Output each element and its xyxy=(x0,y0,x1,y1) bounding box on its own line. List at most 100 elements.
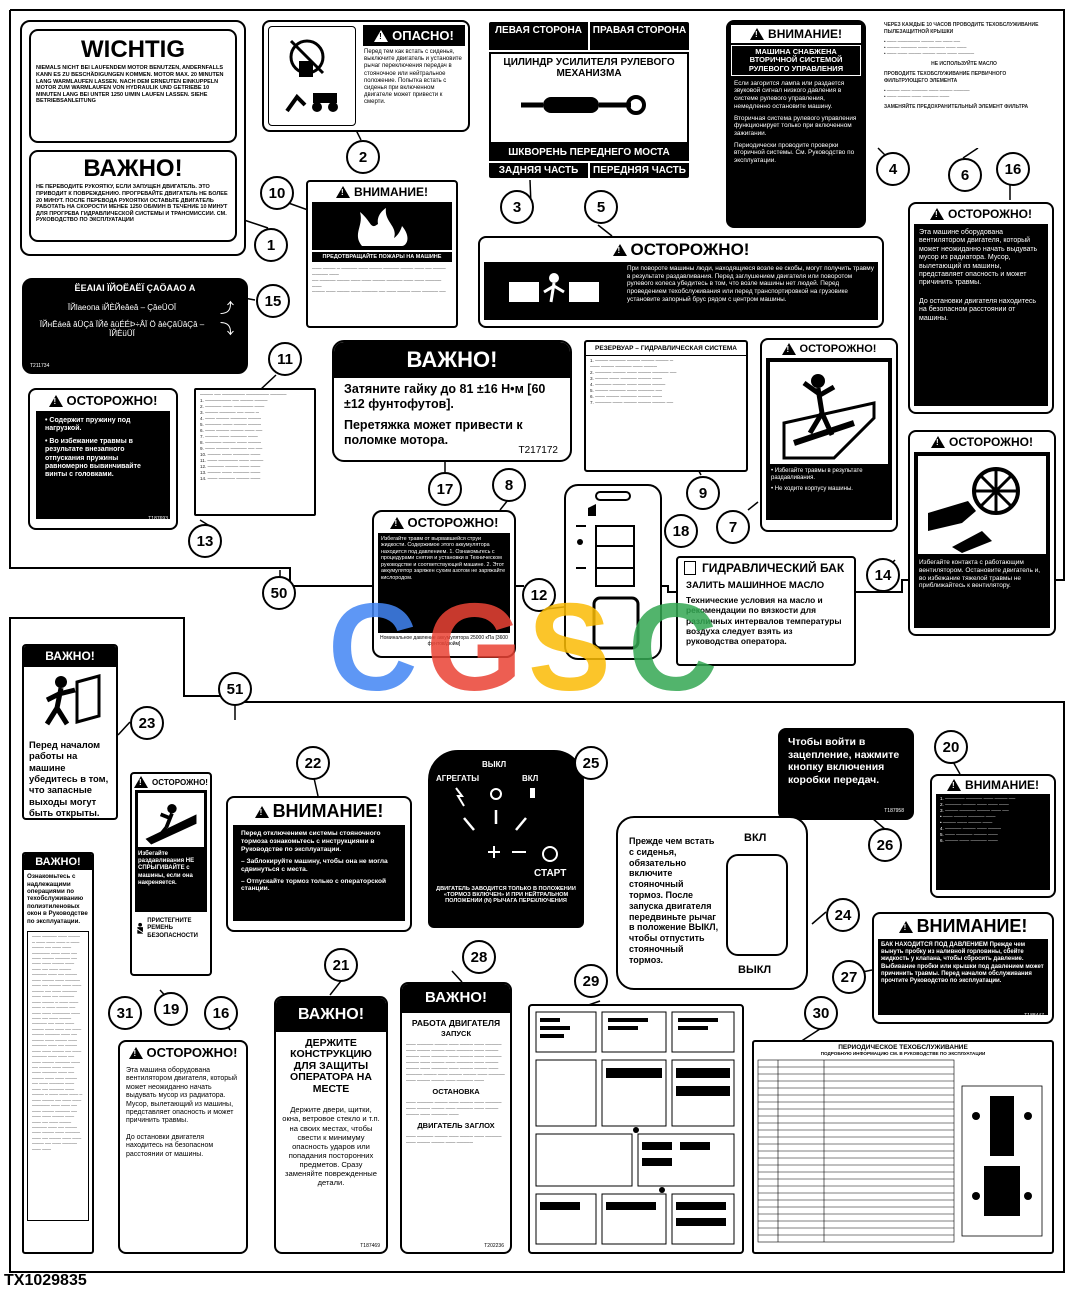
crush-hazard-icon xyxy=(484,262,624,320)
fan-debris-text: Эта машине оборудована вентилятором двиг… xyxy=(919,229,1038,287)
switch-on-label: ВКЛ xyxy=(522,774,539,783)
filter-line-4: ЗАМЕНЯЙТЕ ПРЕДОХРАНИТЕЛЬНЫЙ ЭЛЕМЕНТ ФИЛЬ… xyxy=(884,103,1029,110)
decal-11-procedure: ──── ── ─────── ─────── ───── 1. ───────… xyxy=(194,388,316,516)
torque-line-2: Перетяжка может привести к поломке мотор… xyxy=(344,418,523,448)
callout-31: 31 xyxy=(108,996,142,1030)
fan-debris-title: ОСТОРОЖНО! xyxy=(948,207,1032,221)
engine-op-code: T202236 xyxy=(484,1243,504,1249)
filter-line-1: ЧЕРЕЗ КАЖДЫЕ 10 ЧАСОВ ПРОВОДИТЕ ТЕХОБСЛУ… xyxy=(884,22,1039,35)
callout-18: 18 xyxy=(664,514,698,548)
parking-switch-icon xyxy=(726,854,788,956)
decal-19-rollover: ОСТОРОЖНО! Избегайте раздавливания НЕ СП… xyxy=(130,772,212,976)
rops-text: Держите двери, щитки, окна, ветровое сте… xyxy=(282,1105,380,1188)
windows-text: Ознакомьтесь с надлежащими операциями по… xyxy=(27,873,88,925)
spring-bullet-2: • Во избежание травмы в результате внеза… xyxy=(45,437,141,479)
fire-header: ВНИМАНИЕ! xyxy=(308,182,456,202)
decal-21-rops: ВАЖНО! ДЕРЖИТЕ КОНСТРУКЦИЮ ДЛЯ ЗАЩИТЫ ОП… xyxy=(274,996,388,1254)
fuse-panel-icon xyxy=(535,1011,735,1245)
fire-icon xyxy=(312,202,452,250)
callout-8: 8 xyxy=(492,468,526,502)
parking-brake-bullet-1: – Заблокируйте машину, чтобы она не могл… xyxy=(241,857,388,873)
attention-20-header: ВНИМАНИЕ! xyxy=(932,776,1054,794)
warning-triangle-icon xyxy=(781,343,796,355)
seatbelt-text: ПРИСТЕГНИТЕ РЕМЕНЬ БЕЗОПАСНОСТИ xyxy=(147,918,198,939)
warning-triangle-icon xyxy=(612,244,627,256)
warning-triangle-icon xyxy=(48,394,63,407)
fan-contact-title: ОСТОРОЖНО! xyxy=(949,435,1033,449)
kingpin-label: ШКВОРЕНЬ ПЕРЕДНЕГО МОСТА xyxy=(489,144,689,163)
decal-30-maintenance-chart: ПЕРИОДИЧЕСКОЕ ТЕХОБСЛУЖИВАНИЕ ПОДРОБНУЮ … xyxy=(752,1040,1054,1254)
filter-line-2: НЕ ИСПОЛЬЗУЙТЕ МАСЛО xyxy=(931,60,997,67)
callout-6: 6 xyxy=(948,158,982,192)
warning-triangle-icon xyxy=(750,28,765,40)
rops-head: ДЕРЖИТЕ КОНСТРУКЦИЮ ДЛЯ ЗАЩИТЫ ОПЕРАТОРА… xyxy=(290,1036,372,1095)
callout-50: 50 xyxy=(262,576,296,610)
decal-20-attention: ВНИМАНИЕ! 1. ────── ───── ─── ──── ── 2.… xyxy=(930,774,1056,898)
transmission-code: T187958 xyxy=(884,808,904,814)
attention-20-title: ВНИМАНИЕ! xyxy=(965,778,1039,792)
rollover-header: ОСТОРОЖНО! xyxy=(132,774,210,790)
hydraulic-tank-text: Технические условия на масло и рекоменда… xyxy=(686,595,842,646)
callout-1: 1 xyxy=(254,228,288,262)
warning-triangle-icon xyxy=(134,776,149,788)
engine-op-stop: ОСТАНОВКА xyxy=(432,1086,480,1096)
danger-title: ОПАСНО! xyxy=(392,28,454,43)
switch-accessories-label: АГРЕГАТЫ xyxy=(436,774,480,783)
parking-brake-bullet-2: – Отпускайте тормоз только с операторско… xyxy=(241,877,387,893)
lock-code: T211734 xyxy=(30,363,50,369)
transmission-text: Чтобы войти в зацепление, нажмите кнопку… xyxy=(788,736,900,786)
torque-title: ВАЖНО! xyxy=(334,342,570,379)
maintenance-subtitle: ПОДРОБНУЮ ИНФОРМАЦИЮ СМ. В РУКОВОДСТВЕ П… xyxy=(820,1051,986,1057)
parking-brake-text: Перед отключением системы стояночного то… xyxy=(241,830,381,853)
callout-13: 13 xyxy=(188,524,222,558)
decal-6-air-filter: ЧЕРЕЗ КАЖДЫЕ 10 ЧАСОВ ПРОВОДИТЕ ТЕХОБСЛУ… xyxy=(880,20,1048,148)
warning-triangle-icon xyxy=(374,29,389,42)
engine-op-stall: ДВИГАТЕЛЬ ЗАГЛОХ xyxy=(417,1121,495,1131)
filter-line-3: ПРОВОДИТЕ ТЕХОБСЛУЖИВАНИЕ ПЕРВИЧНОГО ФИЛ… xyxy=(884,71,1007,84)
crush-person-icon xyxy=(769,361,889,465)
decal-22-parking-brake: ВНИМАНИЕ! Перед отключением системы стоя… xyxy=(226,796,412,932)
decal-31-windows: ВАЖНО! Ознакомьтесь с надлежащими операц… xyxy=(22,852,94,1254)
switch-text: ДВИГАТЕЛЬ ЗАВОДИТСЯ ТОЛЬКО В ПОЛОЖЕНИИ «… xyxy=(436,886,576,905)
decal-10-fire: ВНИМАНИЕ! ПРЕДОТВРАЩАЙТЕ ПОЖАРЫ НА МАШИН… xyxy=(306,180,458,328)
rotate-arrow-icon: ⤴ xyxy=(220,299,234,316)
secondary-steering-p3: Периодически проводите проверки вторично… xyxy=(734,141,855,164)
crush-header: ОСТОРОЖНО! xyxy=(762,340,896,358)
maintenance-title: ПЕРИОДИЧЕСКОЕ ТЕХОБСЛУЖИВАНИЕ xyxy=(838,1044,968,1051)
decal-28-engine-operation: ВАЖНО! РАБОТА ДВИГАТЕЛЯ ЗАПУСК ─── ─────… xyxy=(400,982,512,1254)
accumulator-header: ОСТОРОЖНО! xyxy=(374,512,514,533)
callout-25: 25 xyxy=(574,746,608,780)
callout-21: 21 xyxy=(324,948,358,982)
decal-12-sight-gauge xyxy=(564,484,662,660)
callout-22: 22 xyxy=(296,746,330,780)
decal-27-pressure-tank: ВНИМАНИЕ! БАК НАХОДИТСЯ ПОД ДАВЛЕНИЕМ Пр… xyxy=(872,912,1054,1024)
warning-triangle-icon xyxy=(947,779,962,791)
spring-title: ОСТОРОЖНО! xyxy=(66,393,158,408)
exit-title: ВАЖНО! xyxy=(24,646,116,668)
decal-5-articulation: ОСТОРОЖНО! При повороте машины люди, нах… xyxy=(478,236,884,328)
fan-hand-icon xyxy=(917,455,1047,555)
callout-15: 15 xyxy=(256,284,290,318)
decal-14-fan-contact: ОСТОРОЖНО! Избегайте контакта с работающ… xyxy=(908,430,1056,636)
fan-contact-text: Избегайте контакта с работающим вентилят… xyxy=(919,559,1041,590)
engine-op-head: РАБОТА ДВИГАТЕЛЯ xyxy=(411,1017,501,1028)
torque-line-1: Затяните гайку до 81 ±16 Н•м [60 ±12 фун… xyxy=(344,382,546,412)
callout-2: 2 xyxy=(346,140,380,174)
exit-person-icon xyxy=(28,671,112,734)
switch-off-label: ВЫКЛ xyxy=(482,760,507,769)
callout-11: 11 xyxy=(268,342,302,376)
callout-5: 5 xyxy=(584,190,618,224)
pressure-tank-code: T188447 xyxy=(1024,1013,1044,1019)
lock-row-1: ЁЕАІАІ ЇЙОЁАЁЇ ÇАÖААО А xyxy=(74,283,196,293)
key-switch-icon xyxy=(455,787,558,862)
cylinder-label: ЦИЛИНДР УСИЛИТЕЛЯ РУЛЕВОГО МЕХАНИЗМА xyxy=(503,57,675,79)
windows-title: ВАЖНО! xyxy=(24,854,92,871)
fan-debris-text-2: До остановки двигателя находитесь на без… xyxy=(919,297,1037,322)
fan-debris-b-header: ОСТОРОЖНО! xyxy=(120,1042,246,1063)
warning-triangle-icon xyxy=(336,186,351,198)
rollover-text: Избегайте раздавливания НЕ СПРЫГИВАЙТЕ с… xyxy=(138,851,195,886)
callout-20: 20 xyxy=(934,730,968,764)
wichtig-title: WICHTIG xyxy=(81,36,185,63)
rops-title: ВАЖНО! xyxy=(276,998,386,1032)
